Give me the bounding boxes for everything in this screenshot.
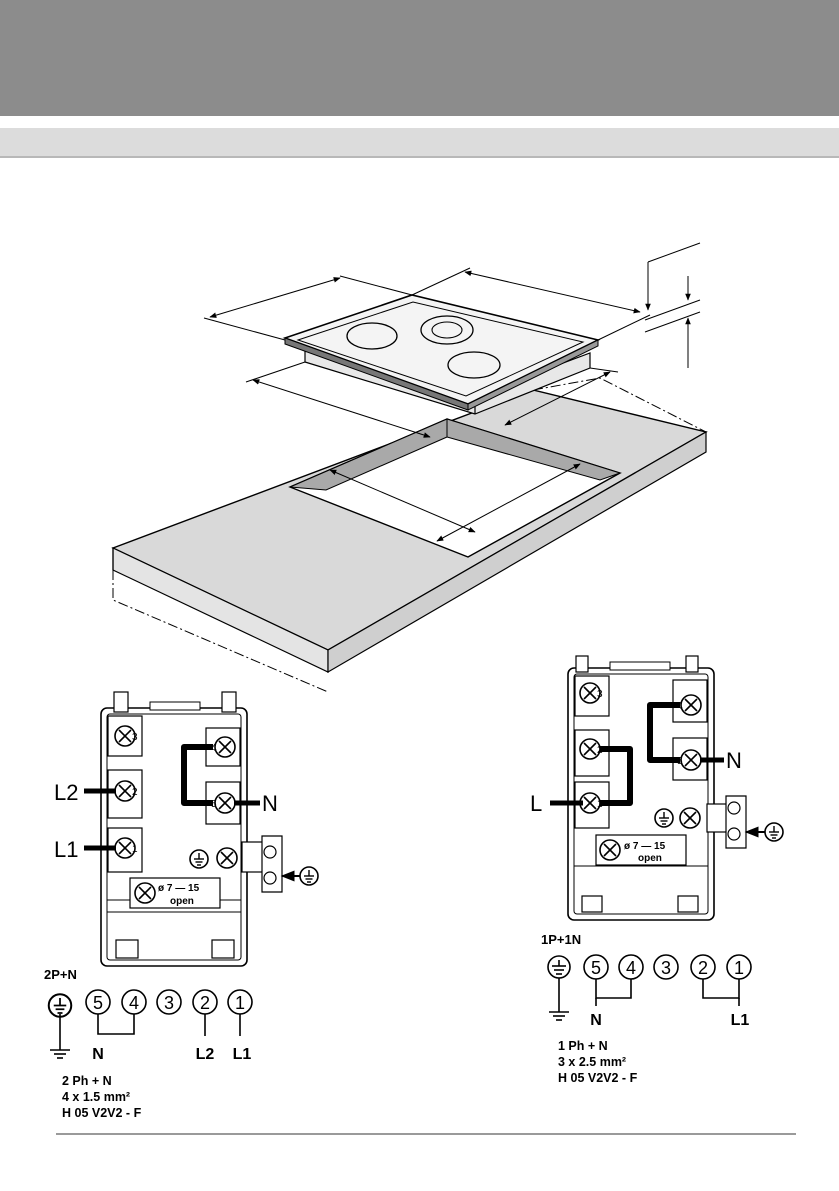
svg-text:1: 1 [597, 799, 603, 810]
config-label-2p-n: 2P+N [44, 967, 77, 982]
terminal-numbers-1p-n: 3 2 1 4 5 [597, 689, 683, 810]
label-l: L [530, 791, 542, 816]
svg-text:5: 5 [591, 958, 601, 978]
label-l1: L1 [54, 837, 78, 862]
terminal-numbers-2p-n: 3 2 1 4 5 [132, 732, 217, 855]
cable-spec-1p-n: 1 Ph + N 3 x 2.5 mm² H 05 V2V2 - F [558, 1039, 638, 1085]
config-label-1p-n: 1P+1N [541, 932, 581, 947]
terminal-block-2p-n [84, 691, 319, 967]
svg-text:N: N [92, 1046, 104, 1063]
clamp-open-2p-n: open [170, 896, 194, 907]
svg-text:2: 2 [597, 745, 603, 756]
svg-text:L1: L1 [731, 1012, 750, 1029]
svg-text:4: 4 [211, 743, 217, 754]
svg-text:1: 1 [132, 844, 138, 855]
svg-text:2: 2 [132, 787, 138, 798]
svg-text:3: 3 [132, 732, 138, 743]
svg-text:3: 3 [164, 993, 174, 1013]
svg-text:5: 5 [677, 756, 683, 767]
header-band [0, 0, 839, 116]
clamp-range-2p-n: ø 7 — 15 [158, 883, 200, 894]
dimension-lines [203, 242, 701, 542]
svg-text:4: 4 [626, 958, 636, 978]
svg-text:L1: L1 [233, 1046, 252, 1063]
connection-schematic-1p-n [547, 954, 752, 1021]
label-n-right: N [726, 748, 742, 773]
svg-text:2: 2 [200, 993, 210, 1013]
svg-text:N: N [590, 1012, 602, 1029]
section-band [0, 128, 839, 158]
svg-text:3: 3 [661, 958, 671, 978]
label-l2: L2 [54, 780, 78, 805]
footer-rule [56, 1133, 796, 1135]
terminal-block-1p-n [550, 655, 784, 921]
svg-text:3: 3 [597, 689, 603, 700]
svg-text:1: 1 [235, 993, 245, 1013]
svg-text:5: 5 [211, 799, 217, 810]
svg-text:4: 4 [129, 993, 139, 1013]
svg-text:4: 4 [677, 701, 683, 712]
svg-text:5: 5 [93, 993, 103, 1013]
svg-text:2: 2 [698, 958, 708, 978]
label-n: N [262, 791, 278, 816]
svg-text:L2: L2 [196, 1046, 215, 1063]
cable-spec-2p-n: 2 Ph + N 4 x 1.5 mm² H 05 V2V2 - F [62, 1074, 142, 1120]
clamp-range-1p-n: ø 7 — 15 [624, 841, 666, 852]
worktop [111, 377, 708, 693]
clamp-open-1p-n: open [638, 853, 662, 864]
svg-text:1: 1 [734, 958, 744, 978]
connection-schematic-2p-n [47, 989, 253, 1059]
